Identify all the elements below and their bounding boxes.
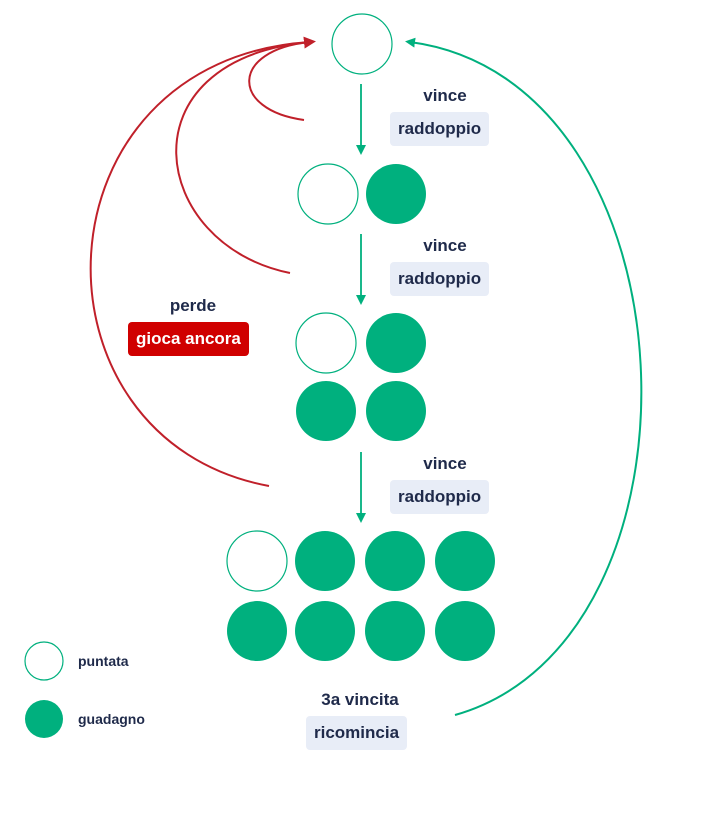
- stage-2: [297, 163, 426, 225]
- step-3-label: vince: [423, 454, 467, 473]
- restart-arrow: [405, 37, 643, 716]
- restart-label: 3a vincita: [321, 690, 399, 709]
- gain-circle: [366, 313, 426, 373]
- gain-circle: [365, 531, 425, 591]
- bet-circle: [295, 312, 357, 374]
- step-1-label: vince: [423, 86, 467, 105]
- lose-action: gioca ancora: [128, 322, 249, 356]
- stage-1: [331, 13, 393, 75]
- lose-arrow-3: [89, 41, 311, 487]
- gain-circle: [366, 164, 426, 224]
- bet-circle: [331, 13, 393, 75]
- legend-bet-icon: [24, 641, 64, 681]
- gain-circle: [295, 531, 355, 591]
- bet-circle: [226, 530, 288, 592]
- gain-circle: [296, 381, 356, 441]
- step-2-label: vince: [423, 236, 467, 255]
- legend-gain-icon: [25, 700, 63, 738]
- lose-label: perde: [169, 296, 217, 315]
- lose-arrow-2: [175, 41, 311, 274]
- gain-circle: [365, 601, 425, 661]
- legend-bet-label: puntata: [78, 653, 129, 669]
- lose-arrow-1: [248, 36, 316, 121]
- step-2-action: raddoppio: [390, 262, 490, 296]
- restart-action: ricomincia: [306, 716, 408, 750]
- gain-circle: [435, 531, 495, 591]
- stage-3: [295, 312, 426, 441]
- step-3-action: raddoppio: [390, 480, 490, 514]
- gain-circle: [435, 601, 495, 661]
- step-1-action: raddoppio: [390, 112, 490, 146]
- legend-gain-label: guadagno: [78, 711, 145, 727]
- gain-circle: [366, 381, 426, 441]
- gain-circle: [227, 601, 287, 661]
- stage-4: [226, 530, 495, 661]
- gain-circle: [295, 601, 355, 661]
- bet-circle: [297, 163, 359, 225]
